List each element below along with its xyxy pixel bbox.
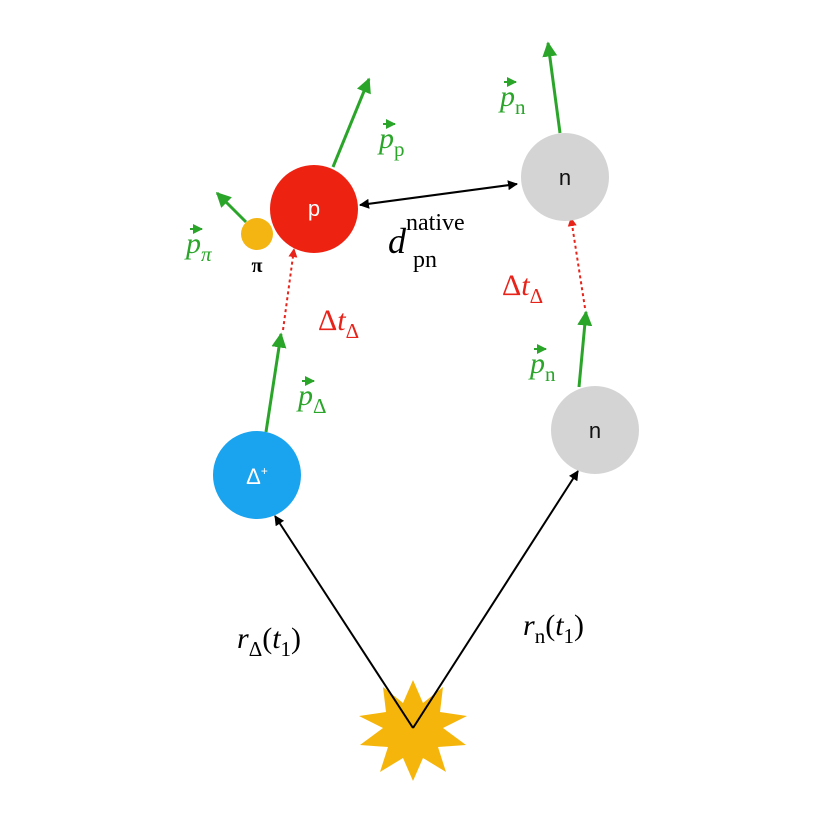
r-delta-sub: Δ xyxy=(249,637,263,661)
r-delta-close: ) xyxy=(291,622,301,655)
pion-circle xyxy=(241,218,273,250)
p-proton-label: pp xyxy=(377,119,405,161)
svg-text:pn: pn xyxy=(528,347,556,386)
dt-delta-right-arrow xyxy=(567,217,586,309)
r-delta-arg: t xyxy=(272,622,281,655)
dt-left-sub: Δ xyxy=(346,319,360,343)
r-n-arg: t xyxy=(555,609,564,642)
delta-particle: Δ+ xyxy=(213,431,301,519)
p-neutron-final-arrow xyxy=(542,41,562,134)
r-n-vector xyxy=(412,470,579,729)
svg-text:pn: pn xyxy=(498,80,526,119)
dt-right-sub: Δ xyxy=(530,284,544,308)
neutron-final-particle: n xyxy=(521,133,609,221)
dt-delta-left-label: ΔtΔ xyxy=(318,304,359,343)
dt-delta-right-label: ΔtΔ xyxy=(502,269,543,308)
neutron-initial-circle xyxy=(551,386,639,474)
r-delta-vector xyxy=(274,515,414,729)
p-pion-sub: π xyxy=(201,242,212,266)
pion-particle: π xyxy=(241,218,273,277)
r-n-close: ) xyxy=(574,609,584,642)
dt-left-base: t xyxy=(337,304,346,337)
r-delta-arg-sub: 1 xyxy=(281,637,292,661)
r-n-label: rn(t1) xyxy=(523,609,584,648)
r-n-arg-sub: 1 xyxy=(564,624,575,648)
production-burst-icon xyxy=(359,680,467,781)
d-pn-base: d xyxy=(388,221,407,261)
r-delta-label: rΔ(t1) xyxy=(237,622,301,661)
p-neutron-initial-base: p xyxy=(528,347,545,380)
dt-right-pre: Δ xyxy=(502,269,521,302)
p-neutron-initial-label: pn xyxy=(528,344,556,386)
r-n-sub: n xyxy=(535,624,546,648)
p-neutron-initial-sub: n xyxy=(545,362,556,386)
p-proton-sub: p xyxy=(394,137,405,161)
r-n-base: r xyxy=(523,609,535,642)
d-pn-arrow xyxy=(359,180,518,209)
neutron-initial-label: n xyxy=(589,418,601,443)
r-delta-base: r xyxy=(237,622,249,655)
p-delta-label: pΔ xyxy=(296,376,327,418)
d-pn-sup: native xyxy=(406,210,465,236)
p-delta-arrow xyxy=(264,332,287,433)
p-proton-base: p xyxy=(377,122,394,155)
delta-symbol: Δ xyxy=(246,464,261,489)
p-proton-arrow xyxy=(331,77,371,168)
p-delta-base: p xyxy=(296,379,313,412)
p-neutron-final-sub: n xyxy=(515,95,526,119)
pion-label: π xyxy=(252,255,263,277)
p-pion-label: pπ xyxy=(184,224,212,266)
svg-text:Δ+: Δ+ xyxy=(246,464,268,489)
neutron-initial-particle: n xyxy=(551,386,639,474)
p-neutron-final-label: pn xyxy=(498,77,526,119)
proton-particle: p xyxy=(270,165,358,253)
d-pn-label: dnative pn xyxy=(388,210,465,273)
svg-text:pp: pp xyxy=(377,122,405,161)
dt-right-base: t xyxy=(521,269,530,302)
proton-circle xyxy=(270,165,358,253)
dt-left-pre: Δ xyxy=(318,304,337,337)
p-neutron-final-base: p xyxy=(498,80,515,113)
d-pn-sub: pn xyxy=(413,247,437,273)
neutron-final-circle xyxy=(521,133,609,221)
svg-text:pΔ: pΔ xyxy=(296,379,327,418)
r-n-open: ( xyxy=(545,609,555,642)
r-delta-open: ( xyxy=(262,622,272,655)
neutron-final-label: n xyxy=(559,165,571,190)
svg-text:pπ: pπ xyxy=(184,227,212,266)
p-pion-base: p xyxy=(184,227,201,260)
proton-label: p xyxy=(308,196,320,221)
p-n-initial-arrow xyxy=(577,310,593,388)
p-delta-sub: Δ xyxy=(313,394,327,418)
p-pion-arrow xyxy=(215,191,248,224)
dt-delta-left-arrow xyxy=(282,248,298,331)
delta-circle xyxy=(213,431,301,519)
delta-charge: + xyxy=(261,464,268,478)
